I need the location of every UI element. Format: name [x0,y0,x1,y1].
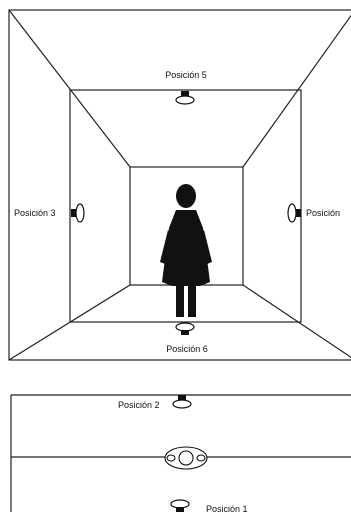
person-silhouette [160,184,212,317]
lamp-position-5 [175,91,195,105]
middle-frame [69,89,302,323]
label-position-5: Posición 5 [165,70,207,80]
diagonal-top-left [8,9,131,168]
figure-top-view [164,446,208,470]
label-position-3: Posición 3 [14,208,56,218]
outer-frame [8,9,351,361]
room-perspective [8,9,351,361]
label-position-1: Posición 1 [206,504,248,512]
lamp-position-3 [71,203,85,223]
diagonal-top-right [242,14,351,168]
label-position-2: Posición 2 [118,400,160,410]
lamp-position-1 [170,499,190,512]
diagonal-bottom-right [242,284,351,359]
lamp-position-2 [172,395,192,409]
label-position-4: Posición [306,208,340,218]
diagonal-bottom-left [8,284,131,361]
lamp-position-4 [287,203,301,223]
lamp-position-6 [175,322,195,335]
label-position-6: Posición 6 [166,344,208,354]
